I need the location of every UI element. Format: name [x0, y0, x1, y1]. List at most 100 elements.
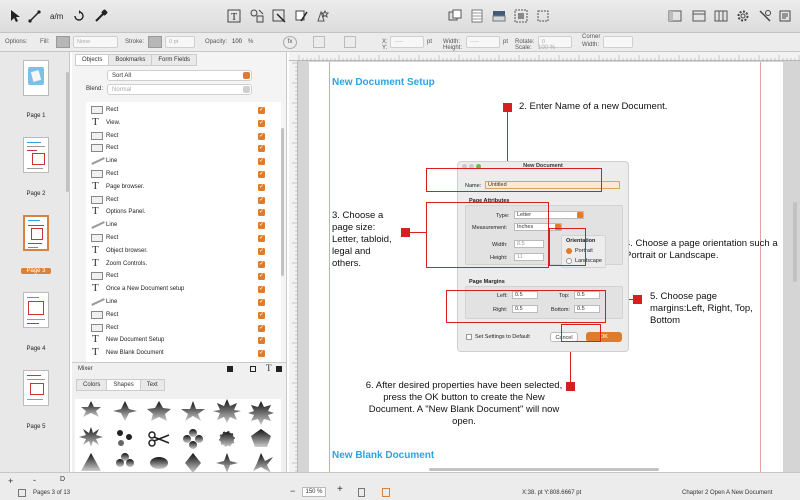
- thumbnail-page-5[interactable]: [23, 370, 49, 406]
- thumbnail-page-2[interactable]: [23, 137, 49, 173]
- visibility-checkbox[interactable]: ✓: [258, 260, 265, 268]
- table-icon[interactable]: [468, 7, 486, 25]
- visibility-checkbox[interactable]: ✓: [258, 299, 265, 306]
- fx-button[interactable]: fx: [283, 36, 297, 49]
- remove-page-button[interactable]: -: [33, 475, 36, 485]
- visibility-checkbox[interactable]: ✓: [258, 222, 265, 230]
- visibility-checkbox[interactable]: ✓: [258, 209, 265, 217]
- tab-bookmarks[interactable]: Bookmarks: [108, 54, 153, 66]
- stroke-square-icon[interactable]: [250, 366, 256, 372]
- thumbnail-page-3[interactable]: [23, 215, 49, 251]
- fill-field[interactable]: None: [73, 36, 118, 48]
- object-list-item[interactable]: Rect✓: [86, 322, 276, 335]
- visibility-checkbox[interactable]: ✓: [258, 107, 265, 114]
- pen-tool-icon[interactable]: [26, 7, 44, 25]
- bottom-field[interactable]: 0.5: [574, 305, 600, 313]
- right-field[interactable]: 0.5: [512, 305, 538, 313]
- default-checkbox[interactable]: [466, 334, 472, 340]
- object-list-scrollbar[interactable]: [281, 128, 284, 276]
- scale-value[interactable]: 100 %: [538, 45, 556, 51]
- visibility-checkbox[interactable]: ✓: [258, 183, 265, 191]
- object-list-item[interactable]: Rect✓: [86, 232, 276, 245]
- object-list-item[interactable]: Line✓: [86, 296, 276, 309]
- visibility-checkbox[interactable]: ✓: [258, 132, 265, 140]
- blend-select[interactable]: Normal: [107, 84, 252, 95]
- width-field[interactable]: -----: [466, 36, 500, 48]
- thumbnail-page-1[interactable]: [23, 60, 49, 96]
- rotate-icon[interactable]: [70, 7, 88, 25]
- group-icon[interactable]: [313, 36, 325, 48]
- visibility-checkbox[interactable]: ✓: [258, 247, 265, 255]
- object-list-item[interactable]: Rect✓: [86, 142, 276, 155]
- corner-field[interactable]: [603, 36, 633, 48]
- type-select[interactable]: Letter: [514, 211, 584, 219]
- page-icon[interactable]: [18, 489, 26, 497]
- object-list-item[interactable]: Rect✓: [86, 130, 276, 143]
- thumbnails-scrollbar[interactable]: [66, 72, 69, 192]
- ok-button[interactable]: OK: [586, 332, 622, 342]
- stroke-swatch[interactable]: [148, 36, 162, 48]
- visibility-checkbox[interactable]: ✓: [258, 171, 265, 178]
- horizontal-ruler[interactable]: [289, 52, 800, 61]
- height-field[interactable]: 11: [514, 253, 544, 261]
- opacity-value[interactable]: 100: [232, 39, 243, 45]
- visibility-checkbox[interactable]: ✓: [258, 311, 265, 319]
- zoom-field[interactable]: 150 %: [302, 487, 326, 497]
- visibility-checkbox[interactable]: ✓: [258, 324, 265, 332]
- text-icon[interactable]: T: [266, 363, 272, 373]
- fill-square-icon[interactable]: [227, 366, 233, 372]
- object-list-item[interactable]: Line✓: [86, 155, 276, 168]
- view-icon[interactable]: [690, 7, 708, 25]
- fill-icon[interactable]: [490, 7, 508, 25]
- rotate-field[interactable]: 0: [538, 36, 572, 48]
- visibility-checkbox[interactable]: ✓: [258, 286, 265, 294]
- visibility-checkbox[interactable]: ✓: [258, 273, 265, 281]
- fit-page-icon[interactable]: [382, 488, 390, 497]
- portrait-radio[interactable]: [566, 248, 572, 254]
- width-field[interactable]: 8.5: [514, 240, 544, 248]
- tab-shapes[interactable]: Shapes: [106, 379, 141, 391]
- canvas-horizontal-scrollbar[interactable]: [429, 468, 659, 471]
- tab-objects[interactable]: Objects: [75, 54, 110, 66]
- eyedropper-icon[interactable]: [92, 7, 110, 25]
- bounds-icon[interactable]: [534, 7, 552, 25]
- top-field[interactable]: 0.5: [574, 291, 600, 299]
- visibility-checkbox[interactable]: ✓: [258, 350, 265, 358]
- document-canvas[interactable]: New Document Setup New Blank Document 2.…: [289, 52, 800, 472]
- visibility-checkbox[interactable]: ✓: [258, 235, 265, 242]
- single-page-icon[interactable]: [358, 488, 365, 497]
- shapes-star-icon[interactable]: [313, 7, 331, 25]
- layers-icon[interactable]: [446, 7, 464, 25]
- visibility-checkbox[interactable]: ✓: [258, 337, 265, 345]
- text-color-icon[interactable]: [276, 366, 282, 372]
- canvas-vertical-scrollbar[interactable]: [793, 202, 797, 282]
- left-field[interactable]: 0.5: [512, 291, 538, 299]
- zoom-out-button[interactable]: −: [290, 486, 296, 496]
- grid-select-icon[interactable]: [270, 7, 288, 25]
- info-icon[interactable]: [776, 7, 794, 25]
- measurement-select[interactable]: Inches: [514, 223, 562, 231]
- tab-text[interactable]: Text: [139, 379, 165, 391]
- visibility-checkbox[interactable]: ✓: [258, 119, 265, 127]
- arrow-select-icon[interactable]: [6, 7, 24, 25]
- zoom-in-button[interactable]: +: [337, 484, 343, 495]
- d-button[interactable]: D: [60, 476, 66, 483]
- stroke-field[interactable]: 0 pt: [165, 36, 195, 48]
- visibility-checkbox[interactable]: ✓: [258, 145, 265, 153]
- x-field[interactable]: -----: [390, 36, 424, 48]
- text-path-icon[interactable]: a/m: [48, 7, 66, 25]
- visibility-checkbox[interactable]: ✓: [258, 196, 265, 204]
- fill-swatch[interactable]: [56, 36, 70, 48]
- document-page[interactable]: New Document Setup New Blank Document 2.…: [309, 62, 783, 472]
- sidebar-icon[interactable]: [666, 7, 684, 25]
- arrange-icon[interactable]: [344, 36, 356, 48]
- object-list-item[interactable]: Rect✓: [86, 270, 276, 283]
- settings-icon[interactable]: [734, 7, 752, 25]
